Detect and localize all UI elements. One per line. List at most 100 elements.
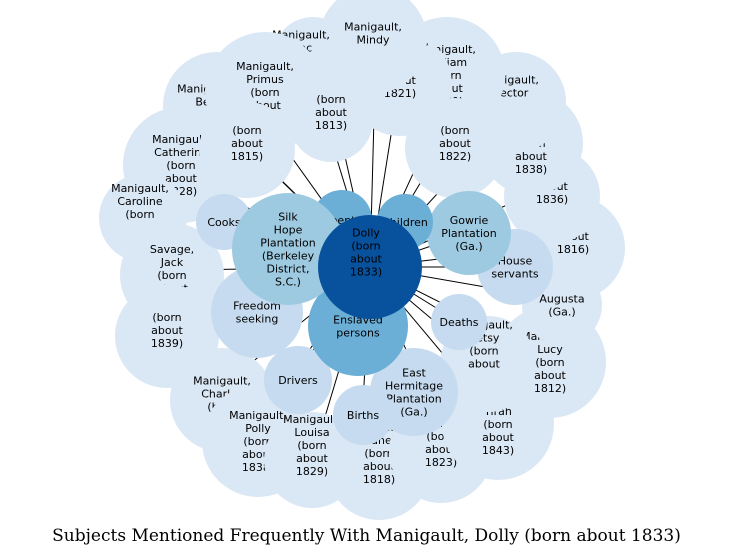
node-label-line: Dolly xyxy=(352,227,380,240)
node-label-line: (born xyxy=(316,93,345,106)
node-label-line: House xyxy=(498,255,533,268)
network-diagram: Manigault,BenManigault,Catherine(bornabo… xyxy=(99,0,625,520)
node-label-line: 1833) xyxy=(350,266,382,279)
node-label-line: Manigault, xyxy=(283,413,341,426)
node-label-line: (born xyxy=(364,447,393,460)
node-label-line: Silk xyxy=(278,211,298,224)
node-label-line: District, xyxy=(266,263,309,276)
node-circle[interactable] xyxy=(318,215,422,319)
node-label-line: about xyxy=(315,106,347,119)
node-label-line: Manigault, xyxy=(236,60,294,73)
node-label-line: (born xyxy=(483,418,512,431)
node-label-line: 1839) xyxy=(151,337,183,350)
node-label-line: about xyxy=(515,150,547,163)
node-label-line: S.C.) xyxy=(275,276,301,289)
node-label-line: 1843) xyxy=(482,444,514,457)
node-label-line: Gowrie xyxy=(450,214,489,227)
node-label-line: (born xyxy=(152,311,181,324)
node-label-line: (born xyxy=(243,435,272,448)
node-label-line: about xyxy=(350,253,382,266)
node-drivers[interactable]: Drivers xyxy=(264,346,332,414)
node-label-line: seeking xyxy=(236,313,279,326)
node-label-line: 1838) xyxy=(515,163,547,176)
node-label-line: Louisa xyxy=(294,426,329,439)
node-label-line: about xyxy=(363,460,395,473)
node-label-line: (born xyxy=(166,159,195,172)
node-label-line: Plantation xyxy=(260,237,316,250)
node-births[interactable]: Births xyxy=(333,385,393,445)
node-label-line: (born xyxy=(440,124,469,137)
node-label-line: Freedom xyxy=(233,300,281,313)
node-label-line: Mindy xyxy=(356,34,390,47)
nodes: Manigault,BenManigault,Catherine(bornabo… xyxy=(99,0,625,520)
node-label-line: Manigault, xyxy=(344,21,402,34)
node-label-line: Manigault, xyxy=(193,375,251,388)
node-label-line: about xyxy=(534,369,566,382)
node-circle[interactable] xyxy=(232,193,344,305)
node-label-line: Deaths xyxy=(440,316,479,329)
node-label-line: about xyxy=(151,324,183,337)
node-silk-hope[interactable]: SilkHopePlantation(BerkeleyDistrict,S.C.… xyxy=(232,193,344,305)
node-label-line: 1836) xyxy=(536,193,568,206)
node-label-line: (Ga.) xyxy=(455,240,482,253)
node-circle[interactable] xyxy=(431,294,487,350)
node-label-line: 1816) xyxy=(557,243,589,256)
node-label-line: East xyxy=(402,367,426,380)
node-label-line: (born xyxy=(125,208,154,221)
node-label-line: 1829) xyxy=(296,465,328,478)
node-label-line: (born xyxy=(250,86,279,99)
node-label-line: 1815) xyxy=(231,150,263,163)
node-circle[interactable] xyxy=(333,385,393,445)
node-label-line: persons xyxy=(336,327,380,340)
node-label-line: Cooks xyxy=(207,216,241,229)
node-label-line: Savage, xyxy=(150,243,194,256)
node-label-line: (born xyxy=(469,345,498,358)
node-label-line: (Berkeley xyxy=(262,250,315,263)
node-label-line: Lucy xyxy=(537,343,563,356)
node-label-line: Drivers xyxy=(278,374,318,387)
node-label-line: 1812) xyxy=(534,382,566,395)
node-label-line: (born xyxy=(232,124,261,137)
node-circle[interactable] xyxy=(264,346,332,414)
node-label-line: Manigault, xyxy=(152,133,210,146)
node-label-line: Plantation xyxy=(441,227,497,240)
node-label-line: Hermitage xyxy=(385,380,443,393)
node-label-line: Caroline xyxy=(117,195,163,208)
node-label-line: about xyxy=(296,452,328,465)
node-circle[interactable] xyxy=(289,78,373,162)
node-label-line: 1813) xyxy=(315,119,347,132)
node-label-line: servants xyxy=(491,268,539,281)
node-label-line: Jack xyxy=(160,256,184,269)
node-label-line: (Ga.) xyxy=(400,406,427,419)
node-label-line: 1822) xyxy=(439,150,471,163)
node-label-line: Births xyxy=(347,409,379,422)
node-circle[interactable] xyxy=(199,102,295,198)
node-label-line: Plantation xyxy=(386,393,442,406)
node-label-line: 1823) xyxy=(425,456,457,469)
node-label-line: Manigault, xyxy=(111,182,169,195)
node-circle[interactable] xyxy=(405,98,505,198)
node-label-line: about xyxy=(468,358,500,371)
node-deaths[interactable]: Deaths xyxy=(431,294,487,350)
node-label-line: about xyxy=(482,431,514,444)
node-label-line: (born xyxy=(297,439,326,452)
node-label-line: (born xyxy=(535,356,564,369)
node-label-line: Hope xyxy=(274,224,303,237)
node-label-line: (Ga.) xyxy=(548,306,575,319)
node-label-line: about xyxy=(439,137,471,150)
node-label-line: about xyxy=(231,137,263,150)
node-label-line: (born xyxy=(157,269,186,282)
node-label-line: 1818) xyxy=(363,473,395,486)
node-label-line: about xyxy=(165,172,197,185)
node-circle[interactable] xyxy=(427,191,511,275)
node-label-line: Augusta xyxy=(539,293,584,306)
node-label-line: Primus xyxy=(246,73,284,86)
node-label-line: Polly xyxy=(245,422,271,435)
node-label-line: Catherine xyxy=(154,146,208,159)
diagram-caption: Subjects Mentioned Frequently With Manig… xyxy=(52,526,681,546)
